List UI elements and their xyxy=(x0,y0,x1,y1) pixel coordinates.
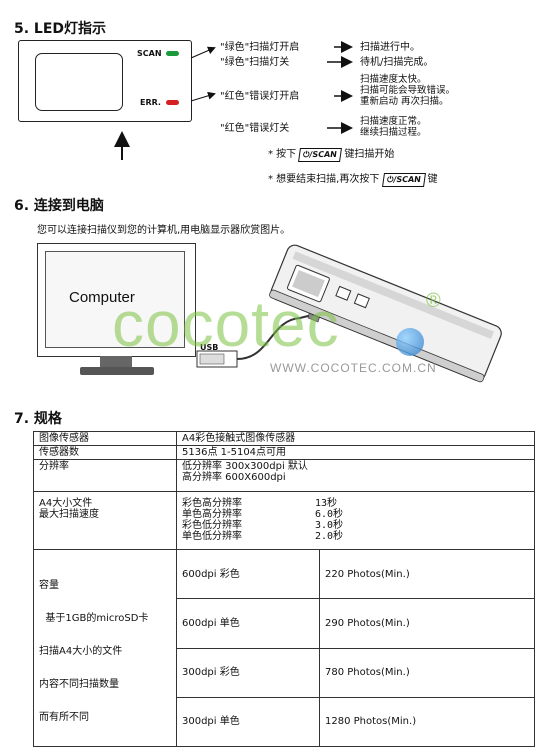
table-row: 传感器数 5136点 1-5104点可用 xyxy=(33,445,535,460)
scan-led-indicator xyxy=(166,51,179,56)
usb-label: USB xyxy=(200,343,219,352)
err-led-indicator xyxy=(166,100,179,105)
led-line-3-right-1: 扫描速度太快。 xyxy=(360,74,427,85)
section-5-title: 5. LED灯指示 xyxy=(14,21,107,37)
scanner-illustration xyxy=(196,244,502,383)
capacity-line: 扫描A4大小的文件 xyxy=(39,646,123,657)
capacity-photos: 1280 Photos(Min.) xyxy=(319,696,535,747)
led-line-2-right: 待机/扫描完成。 xyxy=(360,57,434,68)
table-row: 分辨率 低分辨率 300x300dpi 默认 高分辨率 600X600dpi xyxy=(33,459,535,492)
speed-mode: 彩色高分辨率 xyxy=(182,498,242,509)
capacity-mode: 300dpi 单色 xyxy=(176,696,320,747)
spec-label: 分辨率 xyxy=(33,459,177,492)
spec-label: 图像传感器 xyxy=(33,431,177,446)
speed-label-line-2: 最大扫描速度 xyxy=(39,509,99,520)
scan-label: SCAN xyxy=(137,49,162,58)
speed-mode: 彩色低分辨率 xyxy=(182,520,242,531)
speed-time: 13秒 xyxy=(315,498,338,509)
scan-note-2: * 想要结束扫描,再次按下 ⏻/SCAN 键 xyxy=(268,173,438,187)
globe-icon xyxy=(396,328,424,356)
spec-value: A4彩色接触式图像传感器 xyxy=(176,431,535,446)
scan-note-2-post: 键 xyxy=(427,174,438,185)
resolution-low: 低分辨率 300x300dpi 默认 xyxy=(182,461,308,472)
capacity-photos: 290 Photos(Min.) xyxy=(319,598,535,649)
resolution-high: 高分辨率 600X600dpi xyxy=(182,472,286,483)
led-line-4-right-2: 继续扫描过程。 xyxy=(360,127,427,138)
capacity-line: 而有所不同 xyxy=(39,712,89,723)
scan-note-1-post: 键扫描开始 xyxy=(344,149,395,160)
spec-value: 彩色高分辨率 单色高分辨率 彩色低分辨率 单色低分辨率 13秒 6.0秒 3.0… xyxy=(176,491,535,550)
capacity-line: 内容不同扫描数量 xyxy=(39,679,119,690)
scan-note-1-pre: * 按下 xyxy=(268,149,297,160)
capacity-photos: 220 Photos(Min.) xyxy=(319,548,535,600)
capacity-line: 基于1GB的microSD卡 xyxy=(39,613,149,624)
capacity-label: 容量 基于1GB的microSD卡 扫描A4大小的文件 内容不同扫描数量 而有所… xyxy=(33,549,177,747)
table-row: A4大小文件 最大扫描速度 彩色高分辨率 单色高分辨率 彩色低分辨率 单色低分辨… xyxy=(33,491,535,550)
spec-value: 5136点 1-5104点可用 xyxy=(176,445,535,460)
cocotec-watermark: cocotec xyxy=(112,288,340,360)
spec-table: 图像传感器 A4彩色接触式图像传感器 传感器数 5136点 1-5104点可用 … xyxy=(33,431,535,747)
spec-label: 传感器数 xyxy=(33,445,177,460)
capacity-mode: 600dpi 单色 xyxy=(176,598,320,649)
led-arrows xyxy=(114,41,353,160)
monitor-neck xyxy=(100,356,132,368)
spec-label: A4大小文件 最大扫描速度 xyxy=(33,491,177,550)
scanner-led-panel: SCAN ERR. xyxy=(18,40,192,122)
computer-label: Computer xyxy=(69,289,135,306)
led-line-4-right-1: 扫描速度正常。 xyxy=(360,116,427,127)
capacity-mode: 600dpi 彩色 xyxy=(176,548,320,600)
led-line-3-left: "红色"错误灯开启 xyxy=(220,91,300,102)
capacity-mode: 300dpi 彩色 xyxy=(176,647,320,698)
capacity-line: 容量 xyxy=(39,580,59,591)
section-6-title: 6. 连接到电脑 xyxy=(14,198,104,214)
monitor-base xyxy=(80,367,154,375)
capacity-photos: 780 Photos(Min.) xyxy=(319,647,535,698)
led-line-1-right: 扫描进行中。 xyxy=(360,42,420,53)
scan-note-1: * 按下 ⏻/SCAN 键扫描开始 xyxy=(268,148,394,162)
speed-time: 6.0秒 xyxy=(315,509,344,520)
speed-label-line-1: A4大小文件 xyxy=(39,498,93,509)
spec-value: 低分辨率 300x300dpi 默认 高分辨率 600X600dpi xyxy=(176,459,535,492)
monitor-screen xyxy=(45,251,185,348)
scan-key-icon: ⏻/SCAN xyxy=(298,148,343,162)
registered-mark: ® xyxy=(426,290,441,312)
led-line-4-left: "红色"错误灯关 xyxy=(220,123,290,134)
err-label: ERR. xyxy=(140,98,161,107)
scanner-display xyxy=(35,53,123,111)
speed-mode: 单色低分辨率 xyxy=(182,531,242,542)
section-7-title: 7. 规格 xyxy=(14,411,62,427)
scan-note-2-pre: * 想要结束扫描,再次按下 xyxy=(268,174,380,185)
scan-key-icon-2: ⏻/SCAN xyxy=(381,173,426,187)
led-line-1-left: "绿色"扫描灯开启 xyxy=(220,42,300,53)
table-row: 容量 基于1GB的microSD卡 扫描A4大小的文件 内容不同扫描数量 而有所… xyxy=(33,548,535,747)
section-6-description: 您可以连接扫描仪到您的计算机,用电脑显示器欣赏图片。 xyxy=(37,225,291,236)
led-line-3-right-2: 扫描可能会导致错误。 xyxy=(360,85,456,96)
table-row: 600dpi 单色 290 Photos(Min.) xyxy=(34,598,535,649)
speed-mode: 单色高分辨率 xyxy=(182,509,242,520)
led-line-2-left: "绿色"扫描灯关 xyxy=(220,57,290,68)
speed-time: 2.0秒 xyxy=(315,531,344,542)
speed-time: 3.0秒 xyxy=(315,520,344,531)
table-row: 图像传感器 A4彩色接触式图像传感器 xyxy=(33,431,535,446)
watermark-url: WWW.COCOTEC.COM.CN xyxy=(270,361,437,375)
led-line-3-right-3: 重新启动 再次扫描。 xyxy=(360,96,449,107)
